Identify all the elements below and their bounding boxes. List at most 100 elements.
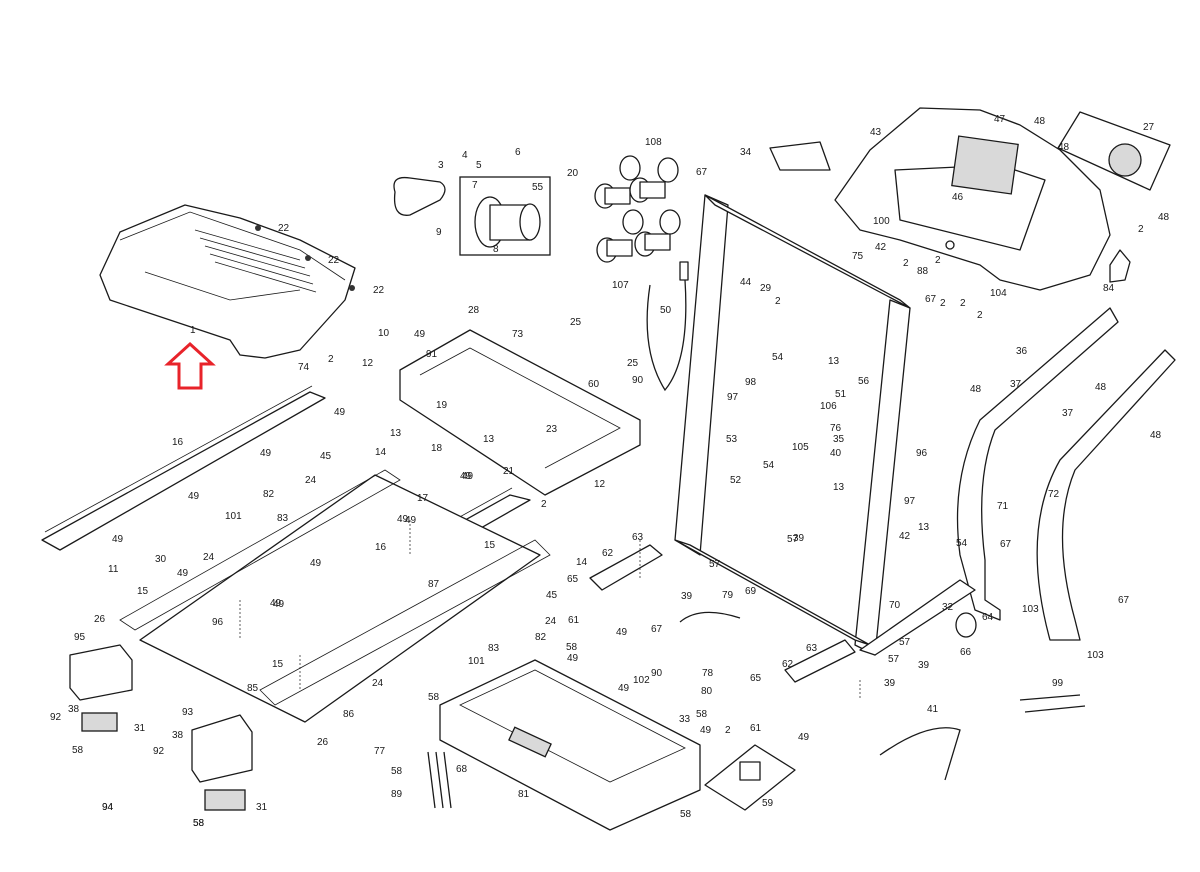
callout-label: 41 [927, 704, 939, 715]
callout-label: 11 [108, 564, 119, 575]
callout-label: 49 [616, 627, 628, 638]
callout-label: 57 [899, 637, 911, 648]
cable-41 [879, 727, 961, 781]
callout-label: 97 [904, 496, 916, 507]
callout-label: 49 [700, 725, 712, 736]
callout-label: 67 [1000, 539, 1012, 550]
callout-label: 3 [438, 160, 444, 171]
callout-label: 27 [1143, 122, 1155, 133]
callout-label: 48 [1095, 382, 1107, 393]
callout-label: 97 [727, 392, 739, 403]
callout-label: 67 [925, 294, 937, 305]
callout-label: 85 [247, 683, 259, 694]
callout-label: 2 [775, 296, 781, 307]
callout-label: 91 [426, 349, 438, 360]
callout-label: 13 [918, 522, 930, 533]
callout-label: 28 [468, 305, 480, 316]
callout-label: 60 [588, 379, 600, 390]
callout-label: 2 [541, 499, 547, 510]
callout-label: 2 [903, 258, 909, 269]
callout-label: 58 [193, 818, 205, 829]
upright-frame-69 [674, 194, 976, 656]
callout-label: 61 [568, 615, 580, 626]
callout-label: 15 [484, 540, 496, 551]
callout-label: 12 [594, 479, 606, 490]
callout-label: 48 [1058, 142, 1070, 153]
callout-label: 18 [431, 443, 443, 454]
callout-label: 82 [263, 489, 275, 500]
callout-label: 24 [203, 552, 215, 563]
callout-label: 63 [632, 532, 644, 543]
callout-label: 58 [72, 745, 84, 756]
callout-label: 67 [696, 167, 708, 178]
callout-label: 86 [343, 709, 355, 720]
motor-box [459, 176, 551, 256]
callout-label: 39 [918, 660, 930, 671]
callout-label: 103 [1022, 604, 1039, 615]
callout-label: 73 [512, 329, 524, 340]
console-bracket-34 [769, 141, 831, 171]
callout-label: 84 [1103, 283, 1115, 294]
callout-label: 43 [870, 127, 882, 138]
callout-label: 49 [260, 448, 272, 459]
callout-label: 61 [750, 723, 762, 734]
callout-label: 2 [940, 298, 946, 309]
callout-label: 14 [576, 557, 588, 568]
callout-label: 53 [726, 434, 738, 445]
callout-label: 48 [970, 384, 982, 395]
callout-label: 90 [632, 375, 644, 386]
callout-label: 13 [390, 428, 402, 439]
callout-label: 2 [328, 354, 334, 365]
callout-label: 49 [334, 407, 346, 418]
tube-62-63 [589, 544, 856, 683]
callout-label: 26 [317, 737, 329, 748]
callout-label: 58 [391, 766, 403, 777]
callout-label: 4 [462, 150, 468, 161]
callout-label: 49 [462, 471, 474, 482]
drive-belt [393, 176, 446, 216]
callout-label: 77 [374, 746, 386, 757]
callout-label: 22 [373, 285, 385, 296]
callout-label: 54 [763, 460, 775, 471]
callout-label: 48 [1150, 430, 1162, 441]
motor-hood[interactable] [99, 204, 356, 359]
callout-label: 25 [570, 317, 582, 328]
callout-label: 2 [1138, 224, 1144, 235]
callout-label: 24 [305, 475, 317, 486]
callout-label: 67 [651, 624, 663, 635]
callout-label: 59 [762, 798, 774, 809]
callout-label: 67 [1118, 595, 1130, 606]
callout-label: 103 [1087, 650, 1104, 661]
callout-label: 71 [997, 501, 1009, 512]
callout-label: 2 [960, 298, 966, 309]
callout-label: 57 [787, 534, 799, 545]
callout-label: 94 [102, 802, 114, 813]
fan-84 [1109, 249, 1131, 283]
foot-95 [69, 644, 133, 701]
callout-label: 69 [745, 586, 757, 597]
callout-label: 62 [602, 548, 614, 559]
callout-label: 68 [456, 764, 468, 775]
callout-label: 49 [112, 534, 124, 545]
callout-label: 49 [567, 653, 579, 664]
callout-label: 54 [956, 538, 968, 549]
callout-label: 49 [460, 471, 472, 482]
foot-31b [204, 789, 246, 811]
callout-label: 82 [535, 632, 547, 643]
side-rail-left [41, 385, 326, 551]
callout-label: 38 [68, 704, 80, 715]
callout-label: 62 [782, 659, 794, 670]
callout-label: 90 [651, 668, 663, 679]
callout-label: 104 [990, 288, 1007, 299]
callout-label: 89 [391, 789, 403, 800]
callout-label: 2 [977, 310, 983, 321]
wheel-66 [955, 612, 977, 638]
highlight-arrow-icon [164, 341, 216, 390]
callout-label: 87 [428, 579, 440, 590]
callout-label: 49 [177, 568, 189, 579]
roller-set [594, 155, 681, 263]
speaker-panel [1057, 111, 1171, 191]
callout-label: 12 [362, 358, 374, 369]
callout-label: 49 [414, 329, 426, 340]
